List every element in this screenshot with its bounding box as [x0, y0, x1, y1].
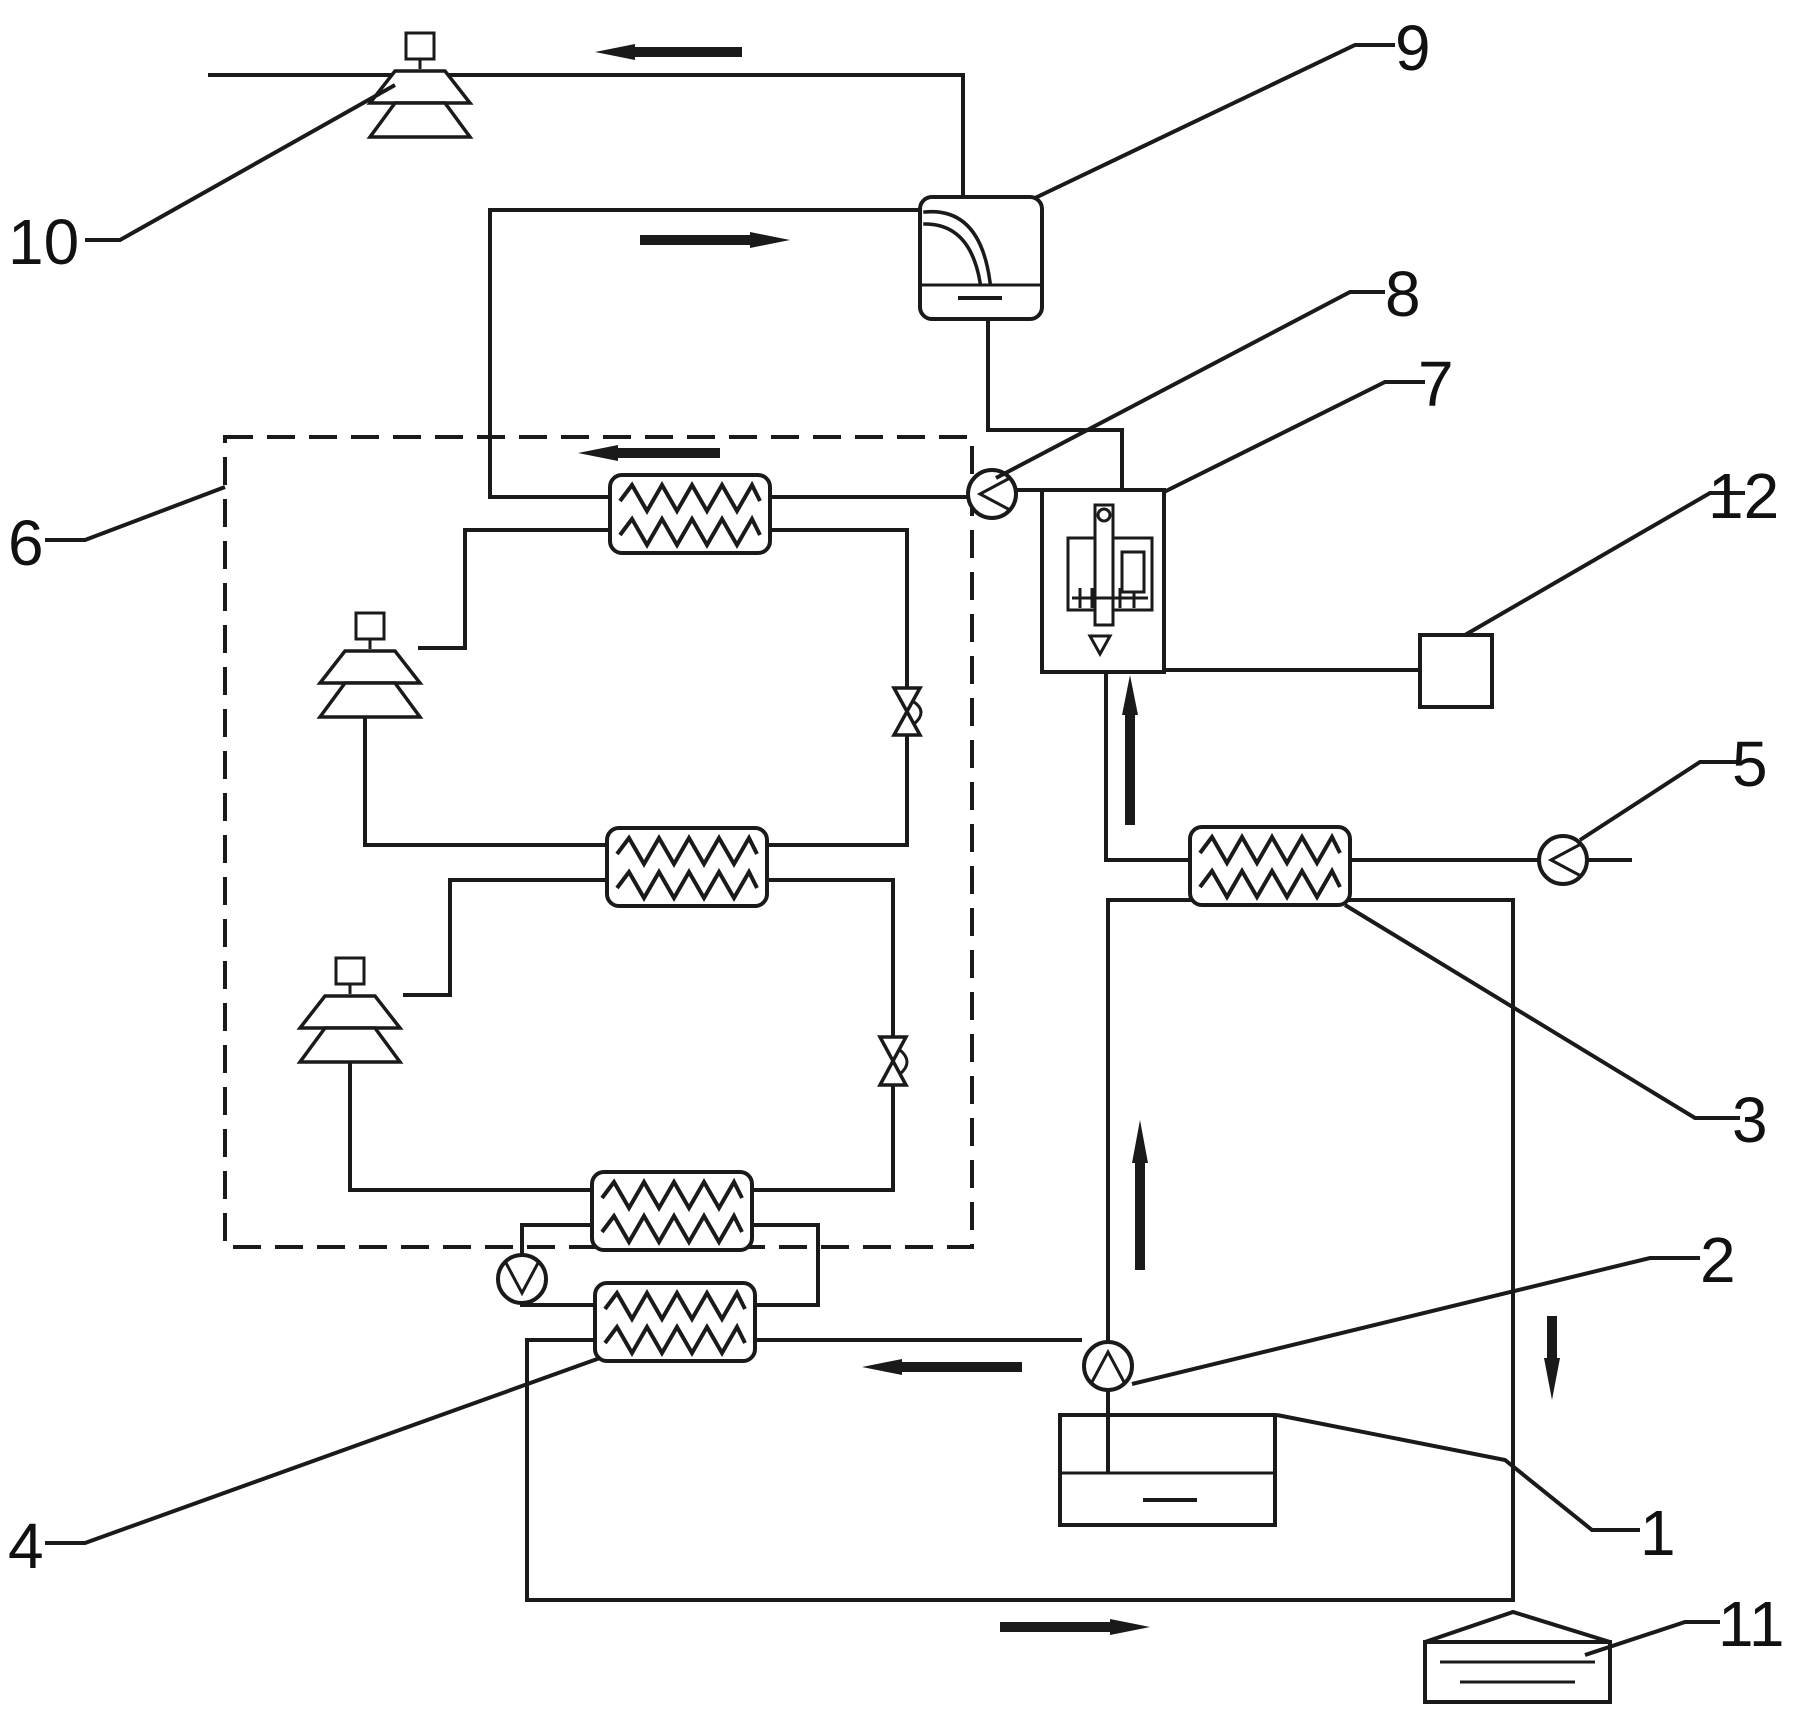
expansion-valve-lower [877, 1035, 909, 1087]
pipe-lower-loop-left-low [348, 1063, 594, 1192]
pipe-cross-loop-left [520, 1223, 594, 1264]
pipe-upper-loop-right-low [763, 733, 909, 847]
leader-8 [995, 290, 1385, 480]
label-2: 2 [1700, 1224, 1736, 1296]
heat-exchanger-3 [1188, 825, 1352, 907]
pump-2 [1082, 1340, 1134, 1392]
heat-exchanger-upper [608, 473, 772, 555]
label-8: 8 [1385, 258, 1421, 330]
pipe-upper-loop-left-low [363, 718, 609, 847]
leader-7 [1163, 380, 1425, 494]
pipe-cross-loop-right [748, 1223, 820, 1307]
heat-exchanger-lower-b [593, 1281, 757, 1363]
label-1: 1 [1640, 1497, 1676, 1569]
pipe-tank-loop-left [488, 208, 927, 499]
leader-11 [1584, 1620, 1720, 1657]
leader-10 [85, 83, 396, 242]
leader-4 [45, 1356, 601, 1545]
pipe-bottom-loop [525, 1338, 1515, 1602]
flow-arrow-right-down [1544, 1316, 1560, 1400]
label-4: 4 [8, 1510, 44, 1582]
label-6: 6 [8, 507, 44, 579]
pipe-lower-loop-left [403, 878, 609, 997]
pipe-upper-loop-right [766, 528, 909, 687]
label-7: 7 [1418, 348, 1454, 420]
pipe-upper-loop-left [418, 528, 612, 650]
leader-3 [1343, 903, 1740, 1120]
dashed-enclosure [223, 435, 974, 1249]
pipe-hx3-right-down [1346, 898, 1515, 1602]
pump-8 [966, 468, 1018, 520]
label-3: 3 [1732, 1084, 1768, 1156]
flow-arrow-bottom-left [862, 1359, 1022, 1375]
pipe-lower-loop-right [763, 878, 895, 1037]
label-10: 10 [8, 206, 79, 278]
label-12: 12 [1708, 460, 1779, 532]
flow-arrow-upper-left [578, 445, 720, 461]
heat-exchanger-lower-a [590, 1170, 754, 1252]
flow-arrow-pump2-up [1132, 1120, 1148, 1270]
label-5: 5 [1732, 728, 1768, 800]
leader-12 [1463, 491, 1745, 637]
leader-1 [1276, 1413, 1640, 1532]
flow-arrow-tank-right [640, 232, 790, 248]
insulator-symbol-upper [318, 611, 422, 719]
tank-1 [1058, 1413, 1277, 1527]
pipe-lower-loop-right-low [748, 1083, 895, 1192]
insulator-symbol-lower [298, 956, 402, 1064]
pump-cross-loop [496, 1253, 548, 1305]
leader-6 [45, 485, 226, 542]
flow-arrow-top-left [595, 44, 742, 60]
expansion-valve-upper [891, 686, 923, 737]
leader-9 [1034, 43, 1395, 200]
flow-arrow-bottom-right [1000, 1619, 1150, 1635]
label-11: 11 [1718, 1588, 1784, 1660]
insulator-symbol-10 [368, 31, 472, 139]
pipe-device7-to-hx3 [1104, 663, 1192, 862]
leader-2 [1131, 1256, 1700, 1386]
device-7 [1040, 488, 1166, 674]
pump-5 [1537, 834, 1589, 886]
heat-exchanger-middle [605, 826, 769, 908]
label-9: 9 [1395, 12, 1431, 84]
leader-5 [1578, 760, 1740, 842]
tank-9 [918, 195, 1044, 321]
sensor-box-12 [1418, 633, 1494, 709]
collector-11 [1423, 1609, 1612, 1704]
flow-arrow-device7-up [1122, 675, 1138, 825]
